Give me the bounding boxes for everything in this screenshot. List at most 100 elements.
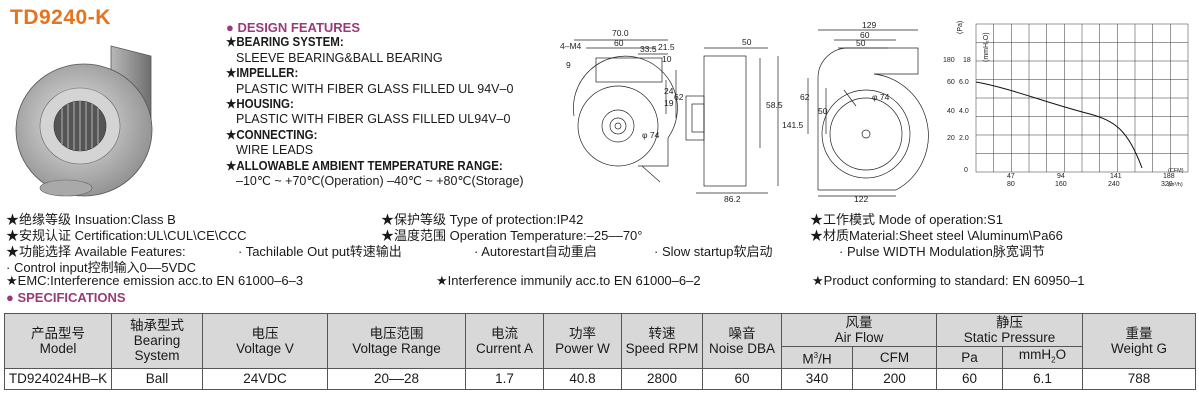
curve-xtick-m3h-0: 80 bbox=[1007, 181, 1015, 188]
cell-m3h: 340 bbox=[781, 367, 853, 390]
dim-front-62: 62 bbox=[674, 92, 684, 102]
dim-front-33: 33.5 bbox=[640, 44, 657, 54]
blower-photo bbox=[15, 45, 153, 197]
note-mode: ★工作模式 Mode of operation:S1 bbox=[810, 212, 1003, 227]
note-temperature: ★温度范围 Operation Temperature:–25––70° bbox=[381, 228, 643, 243]
cell-speed: 2800 bbox=[621, 367, 703, 390]
feature-notes: ★绝缘等级 Insuation:Class B ★保护等级 Type of pr… bbox=[6, 209, 1196, 299]
curve-xtick-m3h-1: 160 bbox=[1055, 181, 1067, 188]
curve-ytick-pa-1: 60 bbox=[947, 79, 955, 86]
dim-front-70: 70.0 bbox=[612, 28, 629, 38]
feature-head-impeller: IMPELLER: bbox=[236, 66, 299, 81]
dimension-drawings: 4–M4 70.0 60 33.5 21.5 10 9 24 19 62 φ 7… bbox=[560, 20, 929, 202]
feature-head-connecting: CONNECTING: bbox=[236, 127, 318, 142]
note-immunity: ★Interference immunily acc.to EN 61000–6… bbox=[436, 273, 701, 288]
cell-bearing: Ball bbox=[111, 367, 203, 390]
dim-front-9: 9 bbox=[566, 60, 571, 70]
table-row: TD924024HB–K Ball 24VDC 20––28 1.7 40.8 … bbox=[4, 367, 1197, 390]
sub-cfm: CFM bbox=[851, 346, 938, 369]
cell-pa: 60 bbox=[936, 367, 1004, 390]
curve-xtick-cfm-2: 141 bbox=[1110, 173, 1122, 180]
curve-ytick-mm-2: 4.0 bbox=[959, 108, 969, 115]
note-emc: ★EMC:Interference emission acc.to EN 610… bbox=[6, 273, 304, 288]
curve-xtick-cfm-1: 94 bbox=[1057, 173, 1065, 180]
cell-weight: 788 bbox=[1082, 367, 1197, 390]
note-feature-slow: · Slow startup软启动 bbox=[654, 244, 773, 259]
cell-power: 40.8 bbox=[543, 367, 622, 390]
dim-back-122: 122 bbox=[854, 194, 868, 202]
note-feature-tach: · Tachilable Out put转速输出 bbox=[238, 244, 402, 259]
dim-front-24: 24 bbox=[664, 86, 674, 96]
feature-value-temperature: –10℃ ~ +70℃(Operation) –40℃ ~ +80℃(Stora… bbox=[236, 174, 524, 189]
dim-front-21: 21.5 bbox=[658, 42, 675, 52]
design-features: ● DESIGN FEATURES ★BEARING SYSTEM: SLEEV… bbox=[226, 20, 556, 189]
dim-side-141: 141.5 bbox=[782, 120, 804, 130]
feature-head-temperature: ALLOWABLE AMBIENT TEMPERATURE RANGE: bbox=[236, 158, 503, 173]
curve-xtick-cfm-3: 188 bbox=[1163, 173, 1175, 180]
note-feature-control: · Control input控制输入0––5VDC bbox=[6, 260, 197, 275]
curve-xtick-m3h-3: 320 bbox=[1161, 181, 1173, 188]
curve-xtick-m3h-2: 240 bbox=[1108, 181, 1120, 188]
curve-ytick-mm-0: 18 bbox=[963, 57, 971, 64]
curve-ytick-pa-0: 180 bbox=[943, 57, 955, 64]
note-protection: ★保护等级 Type of protection:IP42 bbox=[381, 212, 584, 227]
dim-side-58: 58.5 bbox=[766, 100, 783, 110]
cell-mmh2o: 6.1 bbox=[1002, 367, 1084, 390]
dim-front-10: 10 bbox=[662, 54, 672, 64]
note-feature-pwm: · Pulse WIDTH Modulation脉宽调节 bbox=[839, 244, 1045, 259]
feature-head-bearing: BEARING SYSTEM: bbox=[236, 35, 344, 50]
note-insulation: ★绝缘等级 Insuation:Class B bbox=[6, 212, 176, 227]
dim-back-50: 50 bbox=[856, 38, 866, 48]
curve-unit-pa: (Pa) bbox=[957, 21, 964, 34]
cell-model: TD924024HB–K bbox=[4, 367, 112, 390]
performance-curve: (Pa) (mmH₂O) 180 18 60 6.0 40 4.0 20 2.0… bbox=[943, 21, 1189, 188]
note-certification: ★安规认证 Certification:UL\CUL\CE\CCC bbox=[6, 228, 247, 243]
curve-xtick-cfm-0: 47 bbox=[1007, 173, 1015, 180]
cell-voltage: 24VDC bbox=[202, 367, 328, 390]
product-title: TD9240-K bbox=[10, 6, 111, 29]
note-material: ★材质Material:Sheet steel \Aluminum\Pa66 bbox=[810, 228, 1063, 243]
curve-ytick-mm-3: 2.0 bbox=[959, 135, 969, 142]
sub-pa: Pa bbox=[936, 346, 1004, 369]
cell-range: 20––28 bbox=[327, 367, 466, 390]
note-standard: ★Product conforming to standard: EN 6095… bbox=[812, 273, 1085, 288]
design-features-heading: ● DESIGN FEATURES bbox=[226, 20, 361, 35]
note-features-lead: ★功能选择 Available Features: bbox=[6, 244, 186, 259]
curve-origin: 0 bbox=[964, 167, 968, 174]
feature-value-housing: PLASTIC WITH FIBER GLASS FILLED UL94V–0 bbox=[236, 112, 511, 127]
feature-head-housing: HOUSING: bbox=[236, 97, 294, 112]
dim-front-19: 19 bbox=[664, 98, 674, 108]
cell-noise: 60 bbox=[702, 367, 782, 390]
note-feature-autorestart: · Autorestart自动重启 bbox=[474, 244, 597, 259]
curve-ytick-mm-1: 6.0 bbox=[959, 79, 969, 86]
dim-side-50: 50 bbox=[742, 37, 752, 47]
pq-curve bbox=[975, 81, 1143, 169]
sub-m3h: M3/H bbox=[781, 346, 853, 369]
dim-back-50b: 50 bbox=[818, 106, 828, 116]
curve-ytick-pa-3: 20 bbox=[947, 135, 955, 142]
feature-value-impeller: PLASTIC WITH FIBER GLASS FILLED UL 94V–0 bbox=[236, 81, 514, 96]
feature-value-connecting: WIRE LEADS bbox=[236, 143, 314, 158]
cell-cfm: 200 bbox=[851, 367, 938, 390]
spec-title: ● SPECIFICATIONS bbox=[6, 290, 126, 305]
dim-front-phi: φ 74 bbox=[642, 130, 660, 140]
curve-xunit-cfm: (CFM) bbox=[1168, 168, 1184, 174]
feature-value-bearing: SLEEVE BEARING&BALL BEARING bbox=[236, 50, 443, 65]
dim-back-62: 62 bbox=[800, 92, 810, 102]
dim-back-phi: φ 74 bbox=[872, 92, 890, 102]
dim-front-m4: 4–M4 bbox=[560, 41, 582, 51]
dim-back-60: 60 bbox=[860, 30, 870, 40]
curve-ytick-pa-2: 40 bbox=[947, 108, 955, 115]
cell-current: 1.7 bbox=[465, 367, 544, 390]
